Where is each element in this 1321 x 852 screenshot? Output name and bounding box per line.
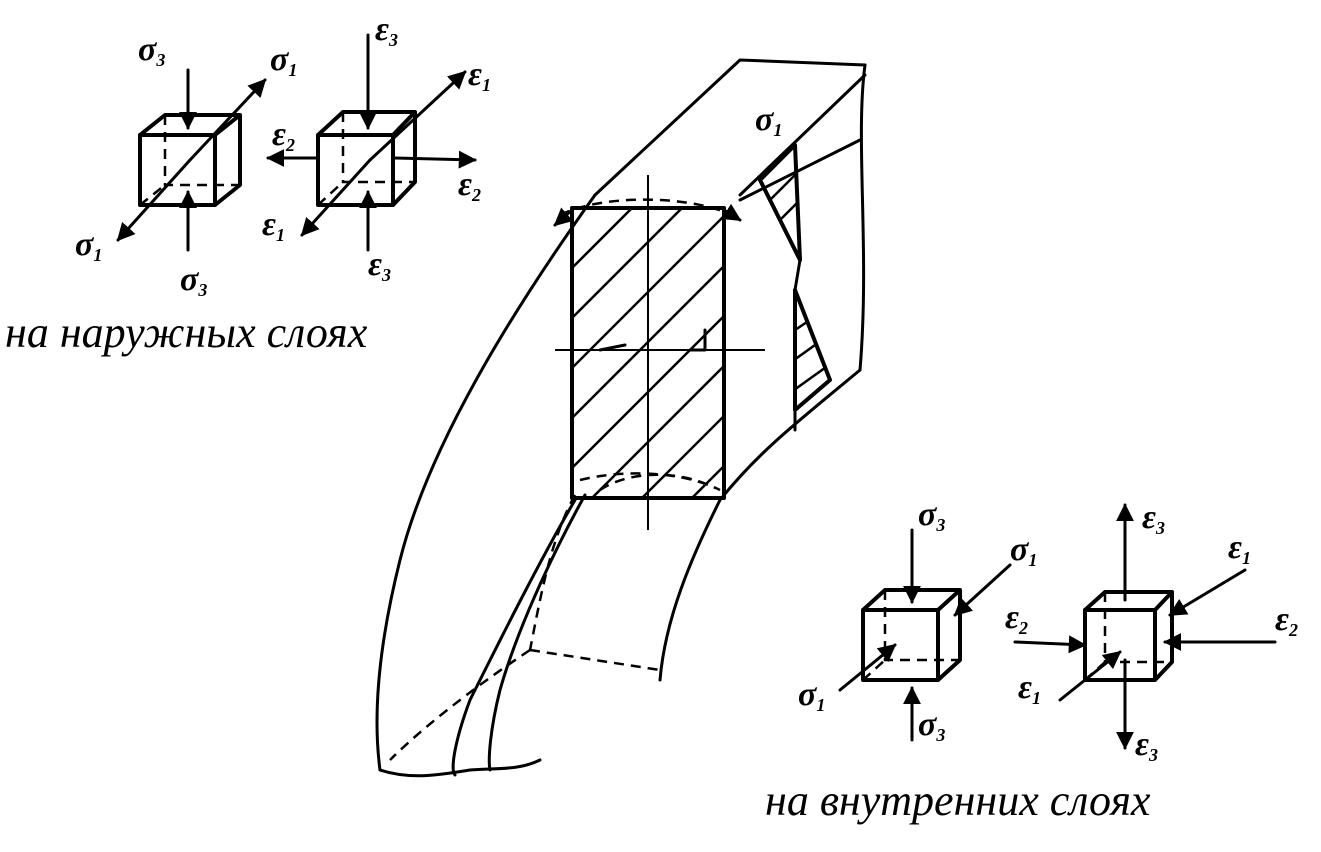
outer-eps2-right: ε2 [458, 166, 481, 205]
outer-eps1-right: ε1 [468, 56, 491, 95]
inner-stress-cube: σ3 σ1 σ1 σ3 [798, 496, 1037, 745]
outer-eps3-top: ε3 [375, 11, 398, 50]
inner-sigma1-right: σ1 [1010, 531, 1037, 570]
inner-sigma1-left: σ1 [798, 676, 825, 715]
inner-eps3-bottom: ε3 [1135, 726, 1158, 765]
outer-eps2-left: ε2 [272, 116, 295, 155]
inner-eps2-right: ε2 [1275, 601, 1298, 640]
inner-eps1-left: ε1 [1018, 669, 1041, 708]
inner-sigma3-bottom: σ3 [918, 706, 945, 745]
outer-eps1-left: ε1 [262, 206, 285, 245]
inner-sigma3-top: σ3 [918, 496, 945, 535]
inner-eps2-left: ε2 [1005, 599, 1028, 638]
inner-eps1-right: ε1 [1228, 529, 1251, 568]
hatched-cross-section [553, 175, 765, 530]
outer-sigma1-left: σ1 [75, 226, 102, 265]
side-sigma1-label: σ1 [755, 101, 782, 140]
outer-sigma1-right: σ1 [270, 41, 297, 80]
outer-eps3-bottom: ε3 [368, 246, 391, 285]
outer-layers-caption: на наружных слоях [5, 308, 368, 357]
outer-sigma3-bottom: σ3 [180, 261, 207, 300]
outer-sigma3-top: σ3 [138, 31, 165, 70]
inner-layers-caption: на внутренних слоях [765, 776, 1151, 825]
inner-eps3-top: ε3 [1142, 499, 1165, 538]
stress-distribution: σ1 [755, 101, 832, 432]
inner-strain-cube: ε3 ε1 ε2 ε2 ε1 ε3 [1005, 499, 1298, 765]
outer-stress-cube: σ3 σ1 σ1 σ3 [75, 31, 297, 300]
outer-strain-cube: ε3 ε1 ε2 ε2 ε1 ε3 [262, 11, 491, 285]
